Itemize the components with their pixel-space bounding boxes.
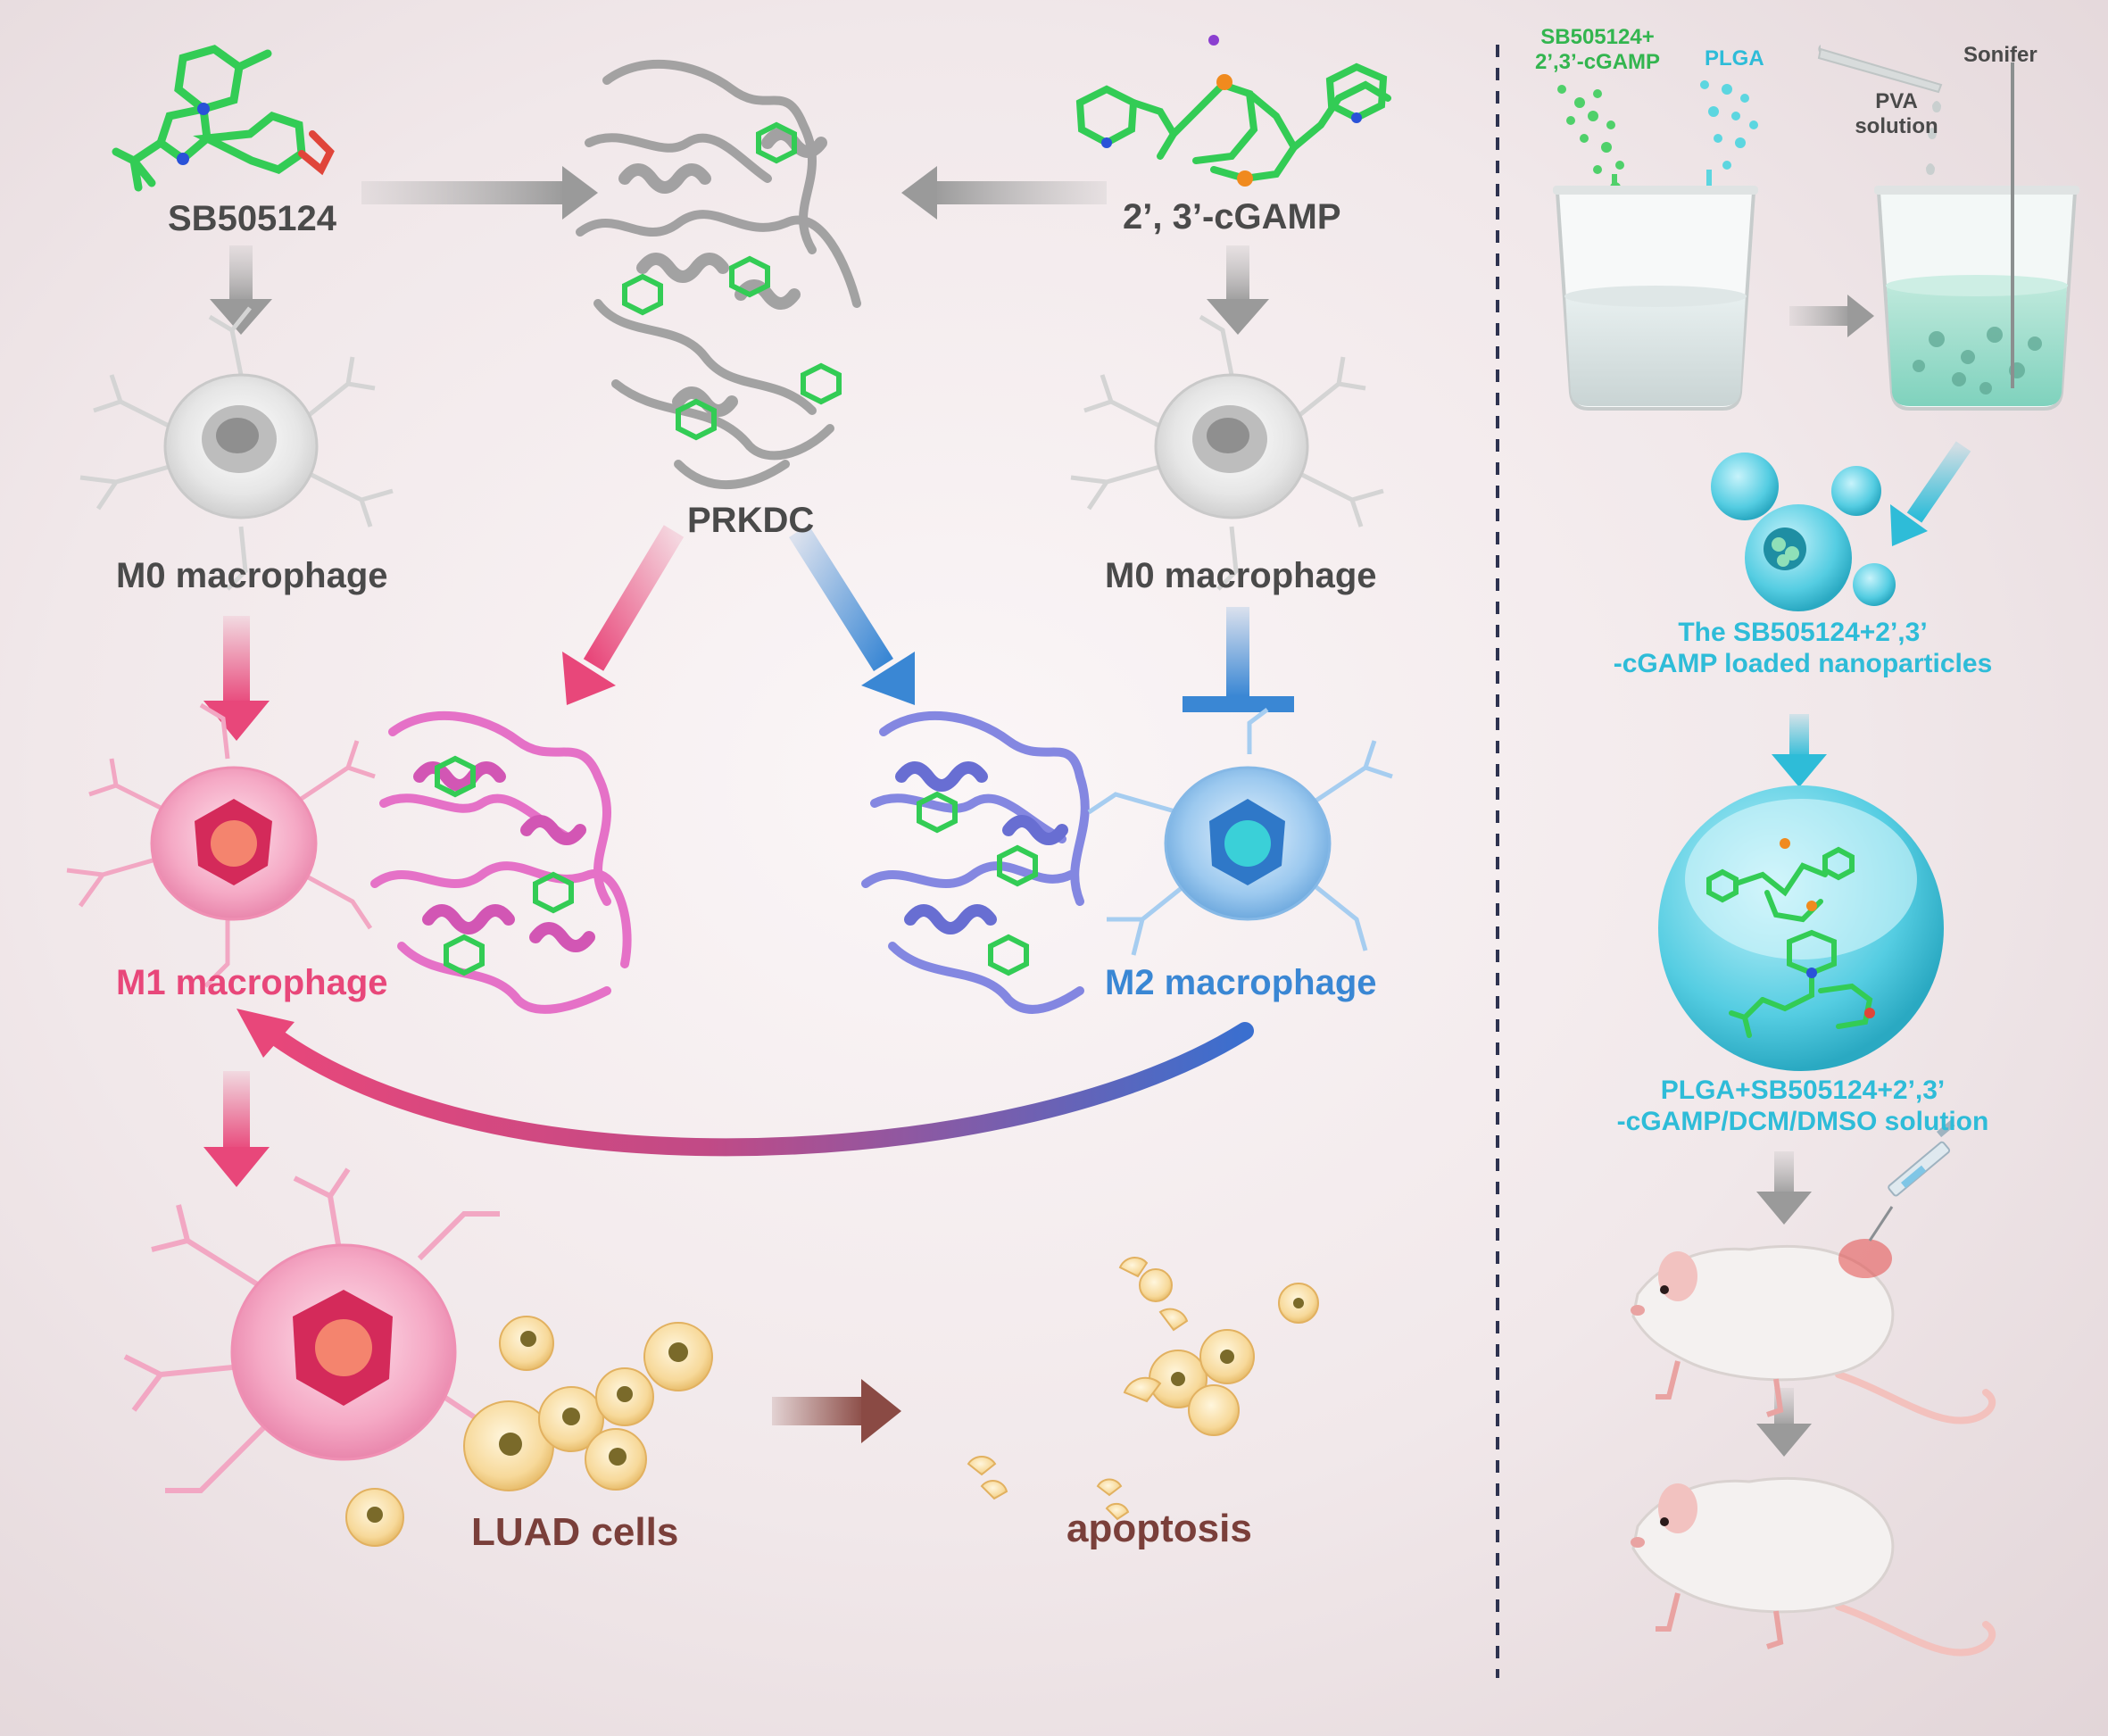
m1-macrophage-attacking [123, 1167, 500, 1493]
arrow-cgamp-to-m0 [1207, 245, 1269, 335]
m2-protein [861, 710, 1090, 1014]
label-nano-line2: -cGAMP loaded nanoparticles [1613, 648, 1993, 678]
arrow-solution-to-mouse [1756, 1151, 1812, 1225]
prkdc-ligands [622, 121, 842, 441]
pva-pipette [1817, 45, 1943, 175]
m1-protein-ligands [435, 755, 574, 976]
label-m0-macrophage-right: M0 macrophage [1105, 556, 1377, 595]
prkdc-protein [576, 59, 861, 489]
label-drug-mix-line2: 2’,3’-cGAMP [1535, 49, 1661, 74]
label-drug-mix-line1: SB505124+ [1540, 25, 1655, 49]
inhibition-m0-to-m2 [1183, 607, 1294, 712]
arrow-sb505124-to-prkdc [361, 166, 598, 220]
label-loaded-nanoparticles: The SB505124+2’,3’ -cGAMP loaded nanopar… [1580, 618, 2026, 679]
arrow-m1-to-tumor [203, 1071, 270, 1187]
label-plga: PLGA [1705, 46, 1764, 71]
label-m1-macrophage: M1 macrophage [116, 963, 388, 1002]
m2-protein-ligands [917, 791, 1038, 976]
m1-macrophage [66, 702, 376, 988]
arrow-luad-to-apoptosis [772, 1379, 901, 1443]
label-sonifer: Sonifer [1963, 43, 2037, 67]
label-pva-line2: solution [1855, 113, 1938, 138]
m1-protein [370, 710, 632, 1014]
loaded-nanoparticle-sphere [1658, 785, 1944, 1071]
arrow-m2-to-m1-arc [237, 1009, 1254, 1157]
label-cgamp: 2’, 3’-cGAMP [1123, 197, 1341, 237]
label-m0-macrophage-left: M0 macrophage [116, 556, 388, 595]
label-prkdc: PRKDC [687, 501, 815, 540]
m0-macrophage-left [79, 306, 394, 591]
label-plga-solution: PLGA+SB505124+2’,3’ -cGAMP/DCM/DMSO solu… [1580, 1076, 2026, 1137]
label-drug-mix: SB505124+ 2’,3’-cGAMP [1535, 25, 1660, 74]
nanoparticles [1711, 453, 1896, 611]
arrow-cgamp-to-prkdc [901, 166, 1107, 220]
beaker-sonication [1874, 62, 2079, 411]
arrow-beaker-to-beaker [1789, 295, 1874, 337]
luad-cell-cluster [345, 1316, 713, 1547]
label-sb505124: SB505124 [168, 199, 337, 238]
label-pva-solution: PVA solution [1843, 89, 1950, 138]
label-luad-cells: LUAD cells [471, 1510, 679, 1554]
label-sol-line2: -cGAMP/DCM/DMSO solution [1616, 1106, 1989, 1136]
label-sol-line1: PLGA+SB505124+2’,3’ [1660, 1076, 1946, 1105]
label-m2-macrophage: M2 macrophage [1105, 963, 1377, 1002]
cgamp-molecule [1075, 35, 1391, 187]
arrow-prkdc-to-m2-protein [789, 525, 915, 705]
label-pva-line1: PVA [1875, 89, 1918, 113]
arrow-m0-to-m1 [203, 616, 270, 741]
mouse-treated [1631, 1476, 1996, 1657]
label-nano-line1: The SB505124+2’,3’ [1678, 618, 1928, 647]
arrow-beaker-to-nanoparticles [1890, 441, 1971, 546]
m0-macrophage-right [1070, 314, 1384, 591]
m2-macrophage [1087, 708, 1393, 956]
arrow-prkdc-to-m1-protein [562, 525, 685, 705]
beaker-mixing [1553, 186, 1758, 411]
apoptotic-cell-fragments [967, 1257, 1319, 1521]
sb505124-molecule [112, 45, 335, 192]
arrow-nanoparticles-to-solution [1772, 714, 1827, 787]
mouse-injected [1631, 1120, 1996, 1425]
arrow-mouse-to-mouse [1756, 1388, 1812, 1457]
label-apoptosis: apoptosis [1066, 1507, 1252, 1550]
